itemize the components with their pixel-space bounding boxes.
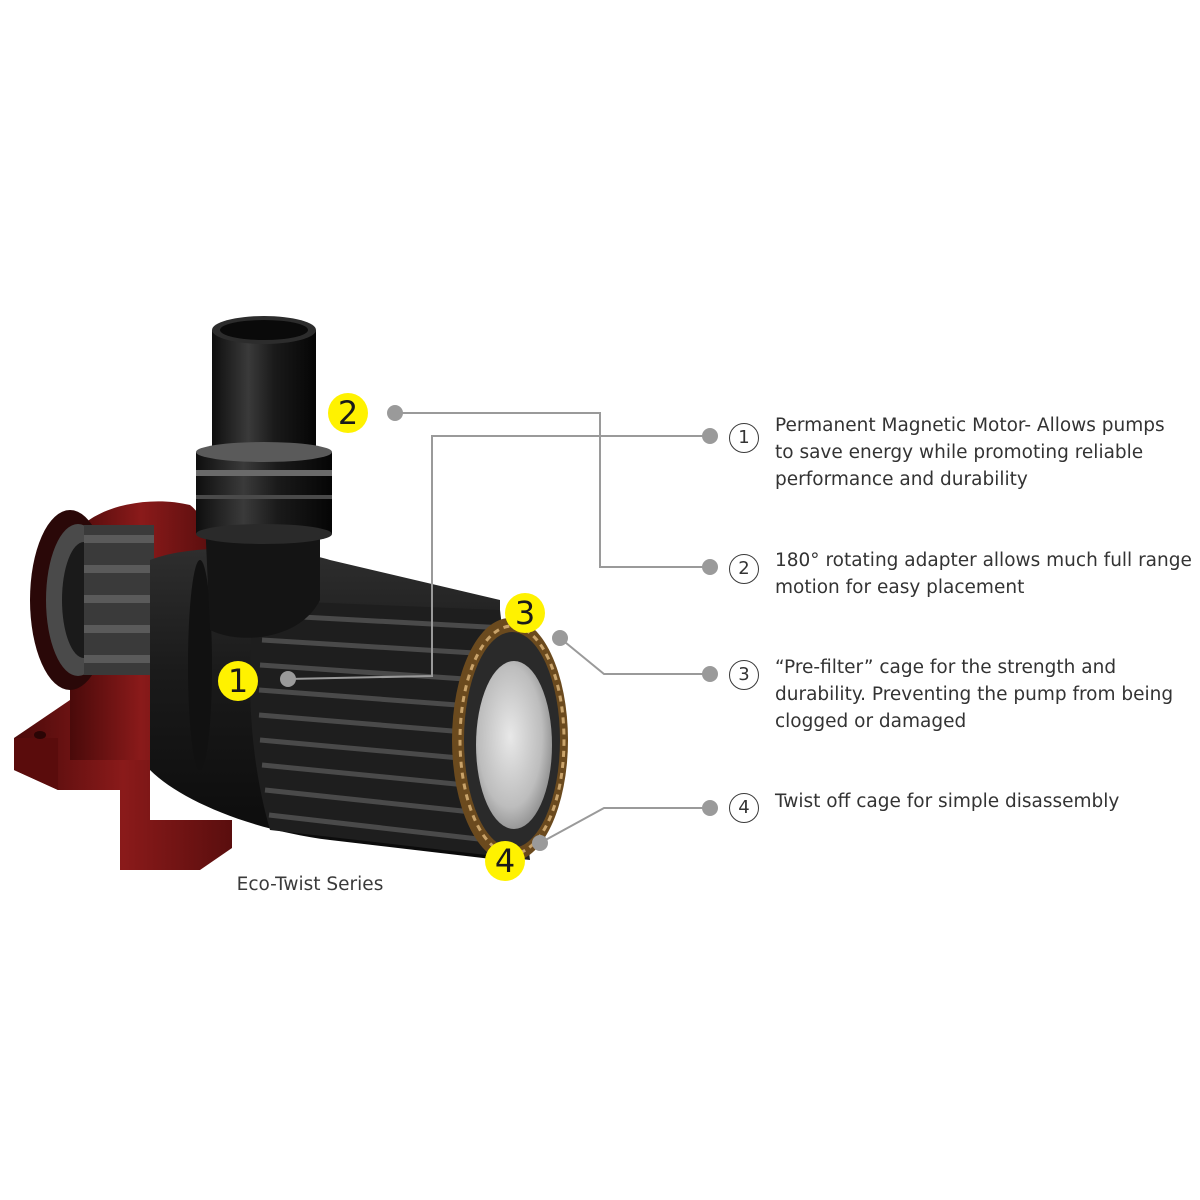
marker-circle-4 (485, 841, 525, 881)
leader-lines (287, 412, 710, 844)
dot-marker-3 (552, 630, 568, 646)
dot-callout-1 (702, 428, 718, 444)
callout-4-number: 4 (729, 793, 759, 823)
product-caption: Eco-Twist Series (236, 874, 384, 895)
leader-dots (280, 405, 718, 851)
marker-circle-2 (328, 393, 368, 433)
dot-marker-1 (280, 671, 296, 687)
prefilter-cage (250, 600, 568, 862)
dot-marker-4 (532, 835, 548, 851)
marker-4-label: 4 (494, 842, 516, 880)
yellow-markers (218, 393, 545, 881)
marker-3-label: 3 (514, 594, 536, 632)
marker-2-label: 2 (337, 394, 359, 432)
marker-circle-3 (505, 593, 545, 633)
callout-2-text: 180° rotating adapter allows much full r… (775, 550, 1192, 598)
dot-callout-4 (702, 800, 718, 816)
dot-callout-3 (702, 666, 718, 682)
dot-marker-2 (387, 405, 403, 421)
marker-1-label: 1 (227, 662, 249, 700)
callout-2-number: 2 (729, 554, 759, 584)
callout-3-number: 3 (729, 660, 759, 690)
dot-callout-2 (702, 559, 718, 575)
callout-3-text: “Pre-filter” cage for the strength and d… (775, 657, 1174, 732)
pump-flange (30, 510, 154, 690)
marker-circle-1 (218, 661, 258, 701)
callout-1-number: 1 (729, 423, 759, 453)
outlet-pipe (196, 316, 332, 638)
callout-1-text: Permanent Magnetic Motor- Allows pumps t… (775, 415, 1165, 490)
callout-4-text: Twist off cage for simple disassembly (775, 791, 1120, 812)
